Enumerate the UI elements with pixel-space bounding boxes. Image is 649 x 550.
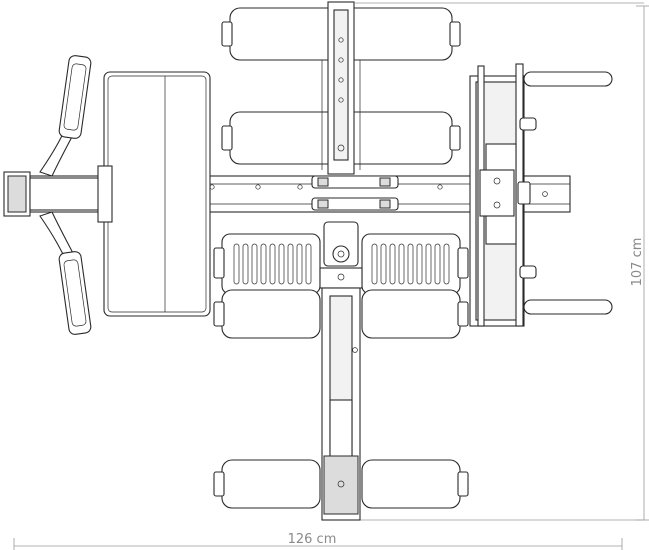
adjustment-bar-2 — [311, 197, 399, 211]
weight-horn-top — [523, 71, 613, 87]
grooved-pad-left — [213, 233, 321, 295]
grooved-pad-right — [361, 233, 469, 295]
roller-pad-bottom-left — [213, 459, 321, 509]
roller-pad-middle-left — [213, 289, 321, 339]
weight-horn-bottom — [523, 299, 613, 315]
roller-pad-middle-right — [361, 289, 469, 339]
bottom-roller-hub — [323, 455, 359, 515]
left-hand-grip-top — [58, 55, 92, 139]
seat-pad — [97, 71, 211, 317]
height-dimension-label: 107 cm — [630, 238, 645, 287]
handle-assembly — [3, 119, 111, 269]
left-hand-grip-bottom — [58, 251, 92, 335]
roller-pad-bottom-right — [361, 459, 469, 509]
dimension-lines — [13, 2, 649, 550]
width-dimension-label: 126 cm — [288, 532, 337, 547]
upper-post — [321, 1, 361, 175]
bottom-roller-bolt — [337, 480, 345, 488]
adjustment-bar-1 — [311, 175, 399, 189]
weight-horn-assembly — [469, 63, 537, 327]
